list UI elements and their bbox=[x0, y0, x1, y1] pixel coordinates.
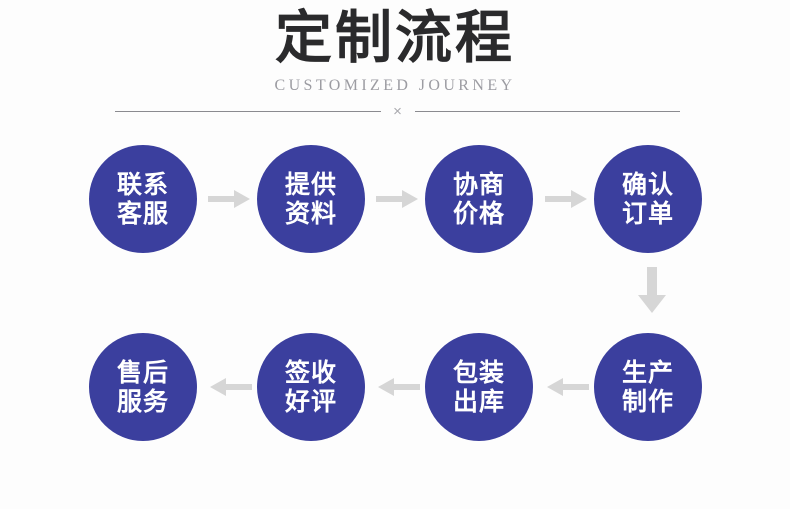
flow-node-negotiate-price[interactable]: 协商 价格 bbox=[425, 145, 533, 253]
flow-node-label-line2: 资料 bbox=[284, 199, 337, 228]
page-title: 定制流程 bbox=[275, 5, 515, 71]
page-subtitle: CUSTOMIZED JOURNEY bbox=[274, 77, 516, 94]
flow-node-label-line1: 签收 bbox=[284, 358, 337, 387]
flow-node-label-line2: 订单 bbox=[621, 199, 674, 228]
flow-node-label-line1: 确认 bbox=[621, 170, 674, 199]
flow-node-production[interactable]: 生产 制作 bbox=[594, 333, 702, 441]
flow-node-label-line1: 协商 bbox=[452, 170, 505, 199]
divider-rule-left bbox=[115, 110, 381, 112]
arrow-right-icon bbox=[208, 188, 252, 210]
flow-node-label-line1: 联系 bbox=[116, 170, 169, 199]
flow-node-label-line2: 制作 bbox=[621, 387, 674, 416]
flow-node-label-line2: 客服 bbox=[116, 199, 169, 228]
flow-node-label-line1: 提供 bbox=[284, 170, 337, 199]
arrow-right-icon bbox=[376, 188, 420, 210]
flow-node-label-line2: 价格 bbox=[452, 199, 505, 228]
arrow-right-icon bbox=[545, 188, 589, 210]
divider-rule-right bbox=[414, 110, 680, 112]
divider: × bbox=[115, 100, 680, 122]
flow-node-sign-and-review[interactable]: 签收 好评 bbox=[257, 333, 365, 441]
flow-node-confirm-order[interactable]: 确认 订单 bbox=[594, 145, 702, 253]
arrow-left-icon bbox=[208, 376, 252, 398]
header: 定制流程 CUSTOMIZED JOURNEY bbox=[0, 0, 790, 96]
flow-node-label-line2: 服务 bbox=[116, 387, 169, 416]
arrow-left-icon bbox=[545, 376, 589, 398]
flow-node-label-line2: 出库 bbox=[452, 387, 505, 416]
flow-row-bottom: 售后 服务 签收 好评 包装 出库 生产 制作 bbox=[0, 333, 790, 443]
flow-node-provide-materials[interactable]: 提供 资料 bbox=[257, 145, 365, 253]
arrow-left-icon bbox=[376, 376, 420, 398]
flow-node-after-sales-service[interactable]: 售后 服务 bbox=[89, 333, 197, 441]
divider-x-icon: × bbox=[393, 102, 402, 120]
flow-node-label-line1: 生产 bbox=[621, 358, 674, 387]
arrow-down-icon bbox=[636, 267, 668, 317]
flow-node-label-line1: 售后 bbox=[116, 358, 169, 387]
flow-row-top: 联系 客服 提供 资料 协商 价格 确认 订单 bbox=[0, 145, 790, 255]
flow-node-label-line1: 包装 bbox=[452, 358, 505, 387]
flow-node-label-line2: 好评 bbox=[284, 387, 337, 416]
flow-node-packaging-shipping[interactable]: 包装 出库 bbox=[425, 333, 533, 441]
flow-node-contact-support[interactable]: 联系 客服 bbox=[89, 145, 197, 253]
